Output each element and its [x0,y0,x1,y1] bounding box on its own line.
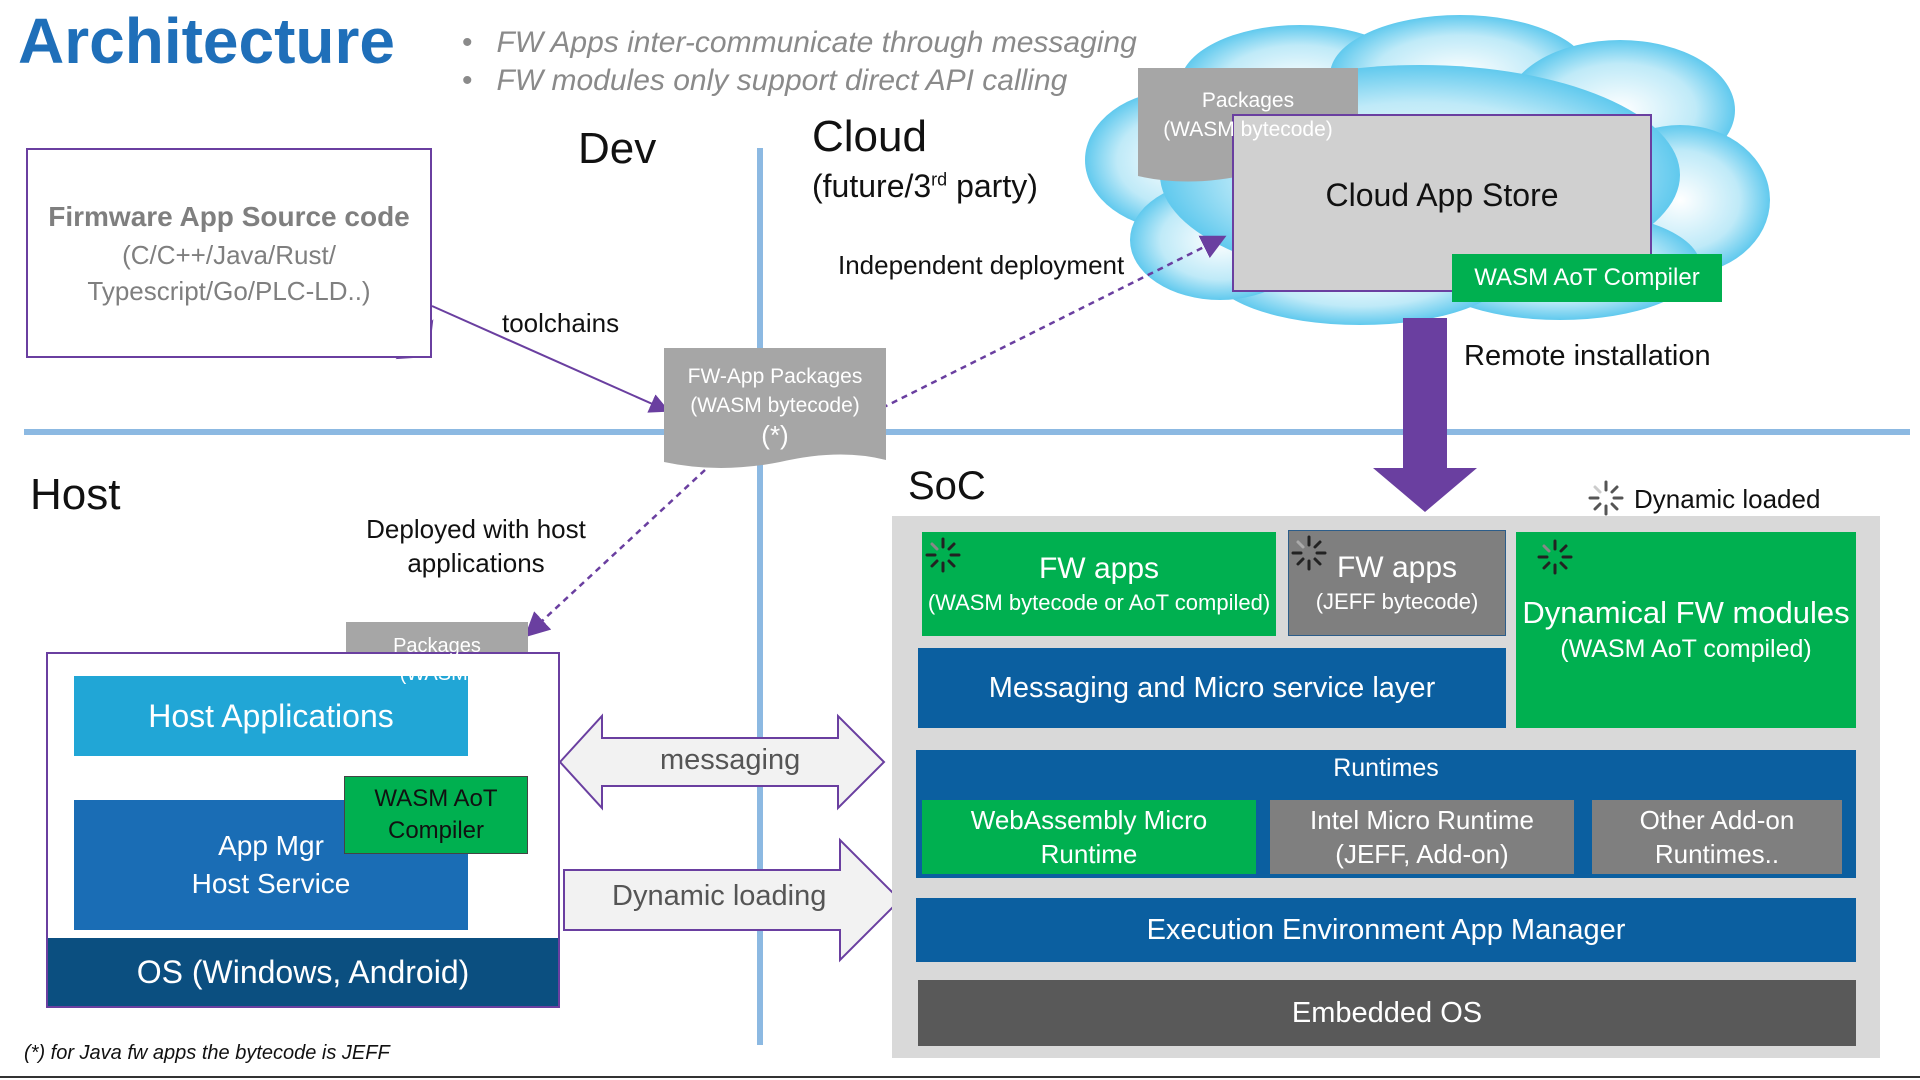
cloud-sub-suffix: party) [947,168,1038,204]
fw-package-line-2: (WASM bytecode) [690,394,860,417]
soc-fw-apps-jeff: FW apps (JEFF bytecode) [1288,530,1506,636]
cloud-package-line-1: Packages [1201,89,1295,112]
bullet-item-1: FW Apps inter-communicate through messag… [462,26,1137,60]
spinner-icon [1536,538,1574,576]
host-package-line-2: (WASM) [399,663,475,685]
cloud-sub-sup: rd [931,169,948,190]
host-package-line-1: Packages [393,635,481,657]
webassembly-micro-runtime: WebAssembly Micro Runtime [922,800,1256,874]
host-package: Packages (WASM) [346,632,528,688]
independent-deployment-label: Independent deployment [838,250,1125,280]
toolchains-label: toolchains [502,308,620,338]
other-line-1: Other Add-on [1639,805,1795,835]
bullet-item-2: FW modules only support direct API calli… [462,64,1068,98]
messaging-arrow [558,713,886,811]
other-line-2: Runtimes.. [1654,839,1780,869]
footnote: (*) for Java fw apps the bytecode is JEF… [24,1042,390,1064]
source-code-line-2: Typescript/Go/PLC-LD..) [87,276,371,306]
spinner-icon [1290,534,1328,572]
toolchains-arrow [431,305,670,413]
dynamic-loaded-legend: Dynamic loaded [1634,484,1821,514]
source-code-doc: Firmware App Source code (C/C++/Java/Rus… [26,148,432,358]
source-code-line-1: (C/C++/Java/Rust/ [122,240,336,270]
fw-apps-jeff-title: FW apps [1336,551,1458,584]
deployed-line-1: Deployed with host [366,514,586,544]
dynamic-loading-label: Dynamic loading [612,880,827,912]
zone-label-soc: SoC [908,464,986,508]
app-mgr-line-2: Host Service [191,868,351,899]
embedded-os: Embedded OS [918,980,1856,1046]
fw-package-shape [664,348,886,468]
intel-line-1: Intel Micro Runtime [1310,805,1534,835]
spinner-icon-legend [1588,480,1624,516]
messaging-micro-service-layer: Messaging and Micro service layer [918,648,1506,728]
zone-label-cloud: Cloud [812,112,927,161]
soc-dynamical-fw-modules: Dynamical FW modules (WASM AoT compiled) [1516,532,1856,728]
spinner-icon [924,536,962,574]
deployed-line-2: applications [407,548,545,578]
intel-line-2: (JEFF, Add-on) [1335,839,1509,869]
zone-label-host: Host [30,470,121,519]
app-mgr-line-1: App Mgr [218,830,324,861]
host-compiler-line-1: WASM AoT [374,785,498,812]
zone-label-cloud-sub: (future/3rd party) [812,168,1038,205]
fw-apps-wasm-title: FW apps [1038,552,1160,585]
wamr-line-1: WebAssembly Micro [970,805,1208,835]
execution-environment-app-manager: Execution Environment App Manager [916,898,1856,962]
dyn-modules-title: Dynamical FW modules [1522,595,1850,630]
fw-app-package: FW-App Packages (WASM bytecode) (*) [664,362,886,450]
cloud-app-store-title: Cloud App Store [1325,176,1559,213]
dyn-modules-sub: (WASM AoT compiled) [1560,635,1812,663]
cloud-wasm-aot-compiler: WASM AoT Compiler [1452,254,1722,302]
host-applications: Host Applications [74,676,468,756]
remote-installation-arrow [1373,318,1477,512]
independent-deployment-arrow [881,235,1227,410]
remote-installation-label: Remote installation [1464,340,1711,372]
soc-fw-apps-wasm: FW apps (WASM bytecode or AoT compiled) [922,532,1276,636]
fw-apps-wasm-sub: (WASM bytecode or AoT compiled) [927,590,1271,615]
cloud-package: Packages (WASM bytecode) [1138,86,1358,144]
cloud-package-line-2: (WASM bytecode) [1163,118,1333,141]
other-add-on-runtimes: Other Add-on Runtimes.. [1592,800,1842,874]
page-title: Architecture [18,5,395,77]
host-compiler-line-2: Compiler [387,817,485,844]
zone-label-dev: Dev [578,124,657,173]
deployed-with-host-label: Deployed with host applications [360,512,592,580]
dynamic-loading-arrow [563,837,902,963]
bottom-rule [0,1076,1920,1078]
deployed-with-host-arrow [524,469,706,638]
fw-package-line-3: (*) [761,420,789,450]
wamr-line-2: Runtime [1040,839,1138,869]
fw-apps-jeff-sub: (JEFF bytecode) [1315,589,1479,614]
runtimes-title: Runtimes [1333,754,1439,782]
host-os: OS (Windows, Android) [48,938,558,1006]
messaging-label: messaging [660,744,801,776]
fw-package-line-1: FW-App Packages [687,365,863,388]
cloud-sub-prefix: (future/3 [812,168,932,204]
intel-micro-runtime: Intel Micro Runtime (JEFF, Add-on) [1270,800,1574,874]
host-wasm-aot-compiler: WASM AoT Compiler [344,776,528,854]
source-code-title: Firmware App Source code [48,201,410,232]
